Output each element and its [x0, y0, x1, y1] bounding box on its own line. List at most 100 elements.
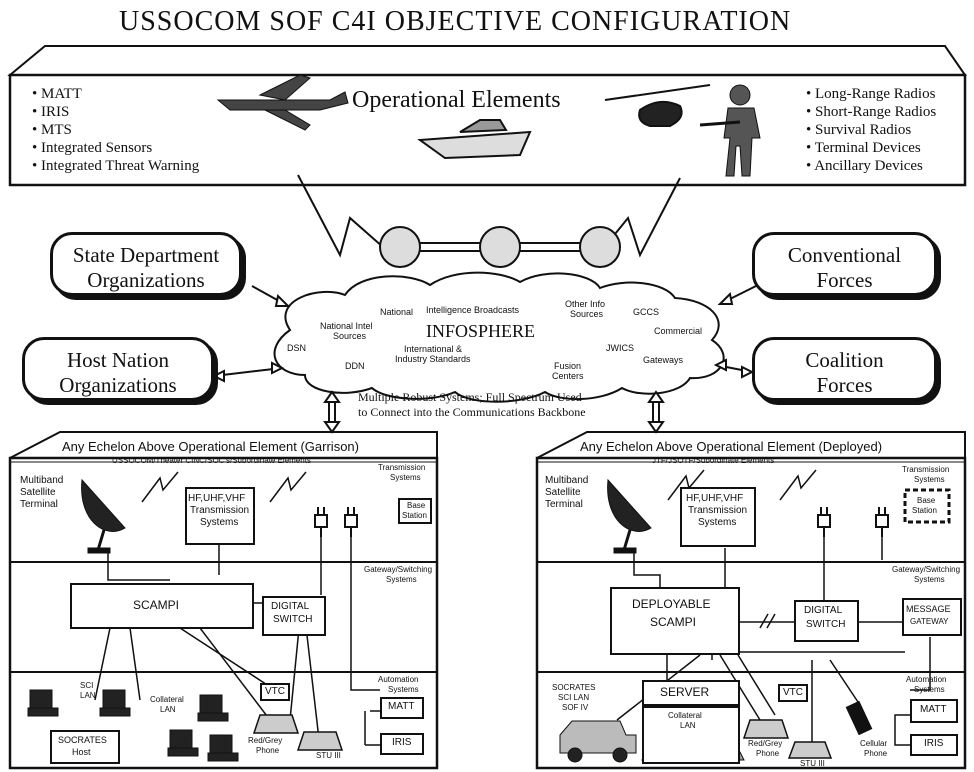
cloud-label-gccs: GCCS — [633, 307, 660, 317]
red-grey-phone-label: Red/Grey — [748, 739, 783, 748]
iris-box — [910, 734, 958, 756]
base-station-label: Station — [912, 506, 937, 515]
automation-systems-label: Automation — [378, 675, 419, 684]
cloud-label-national-intel: National Intel — [320, 321, 373, 331]
iris-label: IRIS — [924, 738, 944, 749]
socrates-host-label: Host — [72, 747, 91, 757]
satellite-terminal-label: Terminal — [20, 499, 58, 510]
phone-icons-garrison — [252, 714, 344, 751]
deployable-scampi-label: SCAMPI — [650, 615, 697, 629]
message-gateway-label: GATEWAY — [910, 617, 949, 626]
vtc-label: VTC — [265, 686, 285, 697]
gateway-switching-label: Systems — [386, 575, 417, 584]
helicopter-icon — [604, 84, 711, 127]
list-item: MATT — [32, 85, 199, 103]
box-label: Forces — [816, 373, 873, 397]
garrison-subheader: USSOCOM/Theater CINC/SOC's/Subordinate E… — [112, 456, 311, 465]
digital-switch-box — [262, 596, 326, 636]
box-label: Organizations — [59, 373, 177, 397]
cloud-label-other-info: Sources — [570, 309, 604, 319]
socrates-label: SCI LAN — [558, 693, 590, 702]
red-grey-phone-label: Phone — [756, 749, 780, 758]
base-station-label: Base — [917, 496, 936, 505]
hf-label: HF,UHF,VHF — [686, 493, 744, 504]
deployable-scampi-box — [610, 587, 740, 655]
satellite-terminal-label: Multiband — [545, 475, 589, 486]
sci-lan-label: LAN — [80, 691, 96, 700]
matt-box — [380, 697, 424, 719]
hf-label: HF,UHF,VHF — [188, 493, 246, 504]
gateway-switching-label: Gateway/Switching — [364, 565, 433, 574]
state-department-box: State Department Organizations — [50, 232, 242, 296]
boat-icon — [417, 119, 532, 160]
backbone-caption: to Connect into the Communications Backb… — [358, 405, 586, 419]
cloud-label-dsn: DSN — [287, 343, 307, 353]
list-item: Short-Range Radios — [806, 103, 936, 121]
vtc-label: VTC — [783, 687, 803, 698]
satellite-terminal-label: Satellite — [545, 487, 581, 498]
box-label: Coalition — [805, 348, 884, 372]
list-item: MTS — [32, 121, 199, 139]
soldier-icon — [699, 84, 761, 177]
automation-systems-label: Automation — [906, 675, 947, 684]
digital-switch-label: DIGITAL — [804, 605, 843, 616]
list-item: Long-Range Radios — [806, 85, 936, 103]
scampi-box — [70, 583, 254, 629]
cloud-label-international: Industry Standards — [395, 354, 471, 364]
satellite-terminal-label: Satellite — [20, 487, 56, 498]
stu-label: STU III — [800, 759, 825, 768]
collateral-lan-label: Collateral — [668, 711, 702, 720]
transmission-systems-label: Systems — [914, 475, 945, 484]
server-box — [642, 680, 740, 706]
list-item: Survival Radios — [806, 121, 936, 139]
satellite-dish-icon-deployed — [607, 478, 652, 554]
cloud-label-fusion: Centers — [552, 371, 584, 381]
cellular-phone-label: Cellular — [860, 739, 888, 748]
matt-box — [910, 699, 958, 723]
hf-label: Transmission — [688, 505, 748, 516]
box-label: Conventional — [787, 243, 902, 267]
list-item: Integrated Threat Warning — [32, 157, 199, 175]
matt-label: MATT — [920, 704, 947, 715]
scampi-label: SCAMPI — [133, 598, 180, 612]
digital-switch-label: SWITCH — [806, 619, 846, 630]
box-label: Host Nation — [66, 348, 170, 372]
transmission-systems-label: Transmission — [378, 463, 426, 472]
cellular-phone-icon — [845, 700, 873, 736]
base-station-label: Base — [407, 501, 426, 510]
hf-label: Systems — [200, 517, 239, 528]
socrates-host-label: SOCRATES — [58, 735, 107, 745]
base-station-label: Station — [402, 511, 427, 520]
automation-systems-label: Systems — [388, 685, 419, 694]
operational-elements-heading: Operational Elements — [352, 87, 561, 113]
socrates-host-box — [50, 730, 120, 764]
socrates-label: SOCRATES — [552, 683, 596, 692]
red-grey-phone-label: Phone — [256, 746, 280, 755]
cloud-label-commercial: Commercial — [654, 326, 703, 336]
cloud-label-jwics: JWICS — [606, 343, 634, 353]
hf-transmission-box — [680, 487, 756, 547]
red-grey-phone-label: Red/Grey — [248, 736, 283, 745]
cloud-label-international: International & — [404, 344, 463, 354]
matt-label: MATT — [388, 701, 415, 712]
cloud-label-national: National — [380, 307, 414, 317]
digital-switch-box — [794, 600, 859, 642]
stu-label: STU III — [316, 751, 341, 760]
iris-box — [380, 733, 424, 755]
coalition-forces-box: Coalition Forces — [752, 337, 937, 401]
hf-label: Systems — [698, 517, 737, 528]
cloud-label-fusion: Fusion — [554, 361, 582, 371]
deployable-scampi-label: DEPLOYABLE — [632, 597, 711, 611]
plug-icons-deployed — [817, 507, 889, 537]
cloud-label-gateways: Gateways — [643, 355, 684, 365]
globe-right — [579, 226, 621, 268]
vtc-box — [260, 683, 290, 701]
vehicle-icon — [559, 720, 637, 763]
plug-icons-garrison — [314, 507, 358, 537]
transmission-systems-label: Transmission — [902, 465, 950, 474]
list-item: Integrated Sensors — [32, 139, 199, 157]
digital-switch-label: SWITCH — [273, 614, 313, 625]
iris-label: IRIS — [392, 737, 412, 748]
deployed-header: Any Echelon Above Operational Element (D… — [580, 439, 883, 454]
